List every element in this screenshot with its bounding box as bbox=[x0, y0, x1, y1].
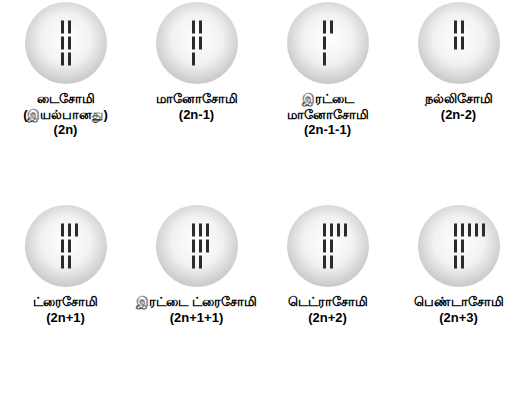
chromosome-bar bbox=[454, 256, 457, 269]
chromosome-formula: (2n+2) bbox=[262, 310, 393, 326]
condition-name: டெட்ராசோமி bbox=[262, 294, 393, 310]
cell-disc bbox=[155, 1, 239, 85]
chromosome-bar bbox=[61, 256, 64, 269]
chromosome-bar bbox=[206, 240, 209, 253]
cell-outline bbox=[156, 2, 238, 84]
chromosome-bar bbox=[461, 240, 464, 253]
condition-name: ட்ரைசோமி bbox=[0, 294, 131, 310]
chromosome-bar bbox=[192, 21, 195, 34]
cell-outline bbox=[418, 205, 500, 287]
chromosome-bar bbox=[75, 224, 78, 237]
chromosome-bar bbox=[61, 53, 64, 66]
chromosome-bar bbox=[454, 240, 457, 253]
chromosome-disc: மானோசோமி(2n-1) bbox=[131, 1, 262, 122]
cell-outline bbox=[25, 205, 107, 287]
cell-disc bbox=[286, 204, 370, 288]
chromosome-disc: இரட்டை ட்ரைசோமி(2n+1+1) bbox=[131, 204, 262, 325]
chromosome-bar bbox=[330, 224, 333, 237]
chromosome-bar bbox=[68, 37, 71, 50]
chromosome-bar bbox=[323, 37, 326, 50]
chromosome-bar bbox=[323, 21, 326, 34]
chromosome-bar bbox=[454, 37, 457, 50]
chromosome-formula: (2n+1+1) bbox=[131, 310, 262, 326]
chromosome-bar bbox=[68, 21, 71, 34]
chromosome-bar bbox=[344, 224, 347, 237]
chromosome-bar bbox=[475, 224, 478, 237]
chromosome-bar bbox=[330, 21, 333, 34]
chromosome-formula: (2n+3) bbox=[393, 310, 524, 326]
chromosome-bar bbox=[454, 224, 457, 237]
chromosome-bar bbox=[330, 240, 333, 253]
chromosome-bar bbox=[68, 240, 71, 253]
chromosome-disc: டெட்ராசோமி(2n+2) bbox=[262, 204, 393, 325]
cell-disc bbox=[286, 1, 370, 85]
chromosome-formula: (2n-1-1) bbox=[262, 122, 393, 138]
chromosome-bar bbox=[330, 256, 333, 269]
chromosome-bar bbox=[337, 224, 340, 237]
chromosome-bar bbox=[199, 240, 202, 253]
chromosome-bar bbox=[323, 240, 326, 253]
condition-name: இரட்டை ட்ரைசோமி bbox=[131, 294, 262, 310]
cell-outline bbox=[287, 205, 369, 287]
chromosome-disc: டைசோமி (இயல்பானது)(2n) bbox=[0, 1, 131, 138]
chromosome-bar bbox=[61, 21, 64, 34]
condition-name: மானோசோமி bbox=[131, 91, 262, 107]
chromosome-disc: இரட்டை மானோசோமி(2n-1-1) bbox=[262, 1, 393, 138]
condition-name: டைசோமி (இயல்பானது) bbox=[0, 91, 131, 122]
chromosome-formula: (2n-2) bbox=[393, 107, 524, 123]
chromosome-bar bbox=[468, 224, 471, 237]
chromosome-formula: (2n-1) bbox=[131, 107, 262, 123]
condition-name: நல்லிசோமி bbox=[393, 91, 524, 107]
chromosome-bar bbox=[323, 256, 326, 269]
chromosome-bar bbox=[461, 224, 464, 237]
chromosome-bar bbox=[461, 37, 464, 50]
chromosome-bar bbox=[192, 37, 195, 50]
cell-outline bbox=[25, 2, 107, 84]
chromosome-bar bbox=[192, 240, 195, 253]
chromosome-bar bbox=[323, 224, 326, 237]
chromosome-bar bbox=[68, 53, 71, 66]
cell-disc bbox=[155, 204, 239, 288]
chromosome-bar bbox=[482, 224, 485, 237]
chromosome-bar bbox=[461, 256, 464, 269]
chromosome-bar bbox=[454, 21, 457, 34]
chromosome-bar bbox=[206, 224, 209, 237]
chromosome-formula: (2n+1) bbox=[0, 310, 131, 326]
chromosome-bar bbox=[199, 224, 202, 237]
chromosome-formula: (2n) bbox=[0, 122, 131, 138]
chromosome-bar bbox=[199, 256, 202, 269]
chromosome-bar bbox=[68, 256, 71, 269]
chromosome-bar bbox=[61, 224, 64, 237]
chromosome-bar bbox=[192, 256, 195, 269]
chromosome-bar bbox=[192, 53, 195, 66]
cell-outline bbox=[156, 205, 238, 287]
cell-outline bbox=[418, 2, 500, 84]
chromosome-disc: நல்லிசோமி(2n-2) bbox=[393, 1, 524, 122]
chromosome-bar bbox=[61, 240, 64, 253]
chromosome-bar bbox=[461, 21, 464, 34]
cell-disc bbox=[24, 1, 108, 85]
chromosome-bar bbox=[323, 53, 326, 66]
cell-disc bbox=[417, 204, 501, 288]
chromosome-bar bbox=[61, 37, 64, 50]
condition-name: பெண்டாசோமி bbox=[393, 294, 524, 310]
cell-outline bbox=[287, 2, 369, 84]
cell-disc bbox=[24, 204, 108, 288]
chromosome-bar bbox=[199, 37, 202, 50]
chromosome-bar bbox=[68, 224, 71, 237]
chromosome-disc: பெண்டாசோமி(2n+3) bbox=[393, 204, 524, 325]
chromosome-bar bbox=[192, 224, 195, 237]
chromosome-disc: ட்ரைசோமி(2n+1) bbox=[0, 204, 131, 325]
chromosome-bar bbox=[199, 21, 202, 34]
cell-disc bbox=[417, 1, 501, 85]
condition-name: இரட்டை மானோசோமி bbox=[262, 91, 393, 122]
